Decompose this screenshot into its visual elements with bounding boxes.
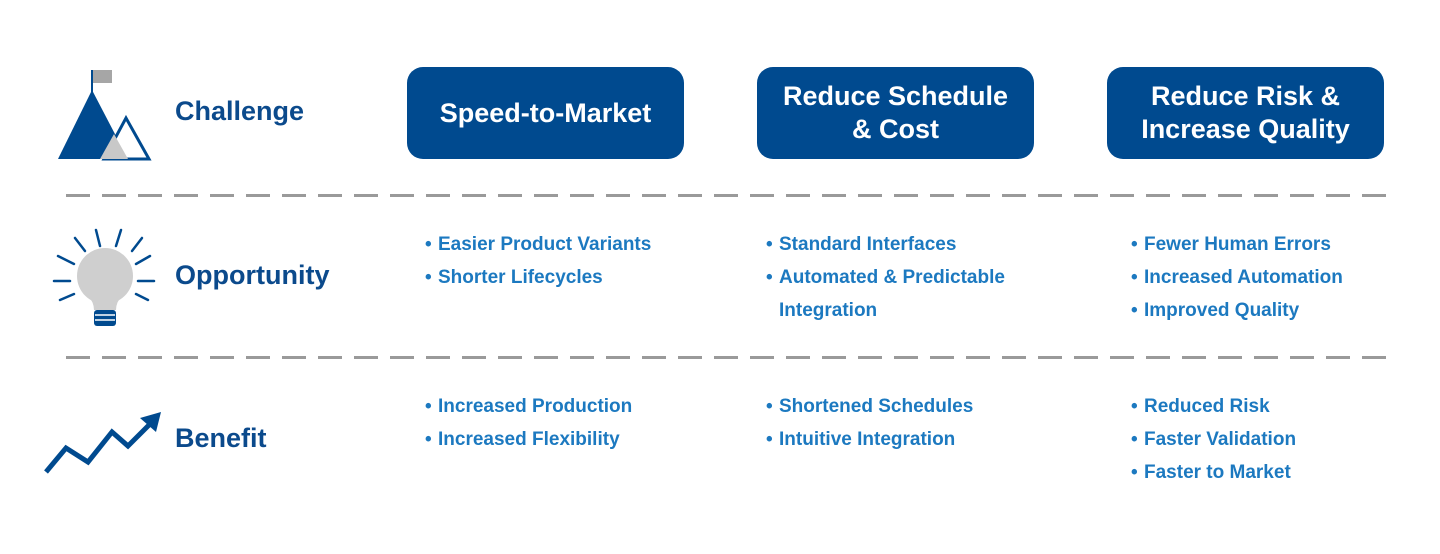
opportunity-list-col3: Fewer Human Errors Increased Automation … [1131,228,1343,327]
list-item: Increased Production [425,390,632,423]
row-divider [66,356,1386,359]
trend-up-arrow-icon [44,410,166,476]
benefit-list-col1: Increased Production Increased Flexibili… [425,390,632,456]
benefit-list-col3: Reduced Risk Faster Validation Faster to… [1131,390,1296,489]
lightbulb-icon [50,226,158,330]
row-divider [66,194,1386,197]
list-item: Automated & Predictable [766,261,1005,294]
row-label-challenge: Challenge [175,96,305,126]
opportunity-list-col1: Easier Product Variants Shorter Lifecycl… [425,228,651,294]
list-item: Shorter Lifecycles [425,261,651,294]
list-item: Standard Interfaces [766,228,1005,261]
benefit-list-col2: Shortened Schedules Intuitive Integratio… [766,390,973,456]
list-item: Improved Quality [1131,294,1343,327]
list-item: Faster to Market [1131,456,1296,489]
list-item: Easier Product Variants [425,228,651,261]
challenge-text-line2: & Cost [851,114,939,144]
challenge-text-line2: Increase Quality [1141,114,1350,144]
row-label-opportunity: Opportunity [175,260,330,290]
list-item: Increased Flexibility [425,423,632,456]
challenge-text-line1: Reduce Risk & [1150,81,1341,111]
list-item: Intuitive Integration [766,423,973,456]
challenge-box-reduce-risk-increase-quality: Reduce Risk & Increase Quality [1107,67,1384,159]
list-item: Reduced Risk [1131,390,1296,423]
challenge-text-line1: Speed-to-Market [439,97,652,128]
mountain-flag-icon [56,70,152,162]
list-item: Faster Validation [1131,423,1296,456]
list-item: Shortened Schedules [766,390,973,423]
list-item: Fewer Human Errors [1131,228,1343,261]
list-item: Increased Automation [1131,261,1343,294]
list-item-continuation: Integration [779,300,878,321]
opportunity-list-col2: Standard Interfaces Automated & Predicta… [766,228,1005,327]
row-label-benefit: Benefit [175,423,267,453]
challenge-box-reduce-schedule-cost: Reduce Schedule & Cost [757,67,1034,159]
challenge-text-line1: Reduce Schedule [782,81,1009,111]
challenge-box-speed-to-market: Speed-to-Market [407,67,684,159]
